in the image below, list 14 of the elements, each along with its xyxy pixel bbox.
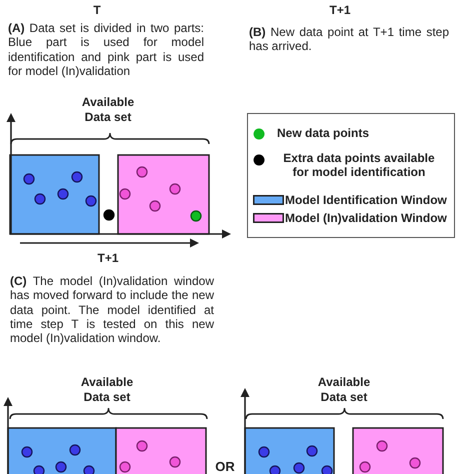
time-step-heading: T xyxy=(92,3,102,18)
description-text: (A) Data set is divided in two parts: Blue part is used for model identification and pink part is used for model (In)validation xyxy=(8,21,204,78)
legend-label: Model Identification Window xyxy=(285,193,448,207)
description-text: (B) New data point at T+1 time step has arrived. xyxy=(249,25,449,54)
brace-label: Available Data set xyxy=(80,95,136,125)
legend-label: Extra data points available for model identification xyxy=(282,151,436,179)
brace-label: Available Data set xyxy=(80,375,134,405)
time-step-heading: T+1 xyxy=(96,251,120,266)
legend-label: Model (In)validation Window xyxy=(285,211,448,225)
description-text: (C) The model (In)validation window has moved forward to include the new data point. The model identified at time step T is tested on this new model (In)validation window. xyxy=(10,274,214,346)
separator-text: OR xyxy=(214,460,236,474)
brace-label: Available Data set xyxy=(316,375,372,405)
time-step-heading: T+1 xyxy=(328,3,352,18)
legend-label: New data points xyxy=(277,126,370,140)
